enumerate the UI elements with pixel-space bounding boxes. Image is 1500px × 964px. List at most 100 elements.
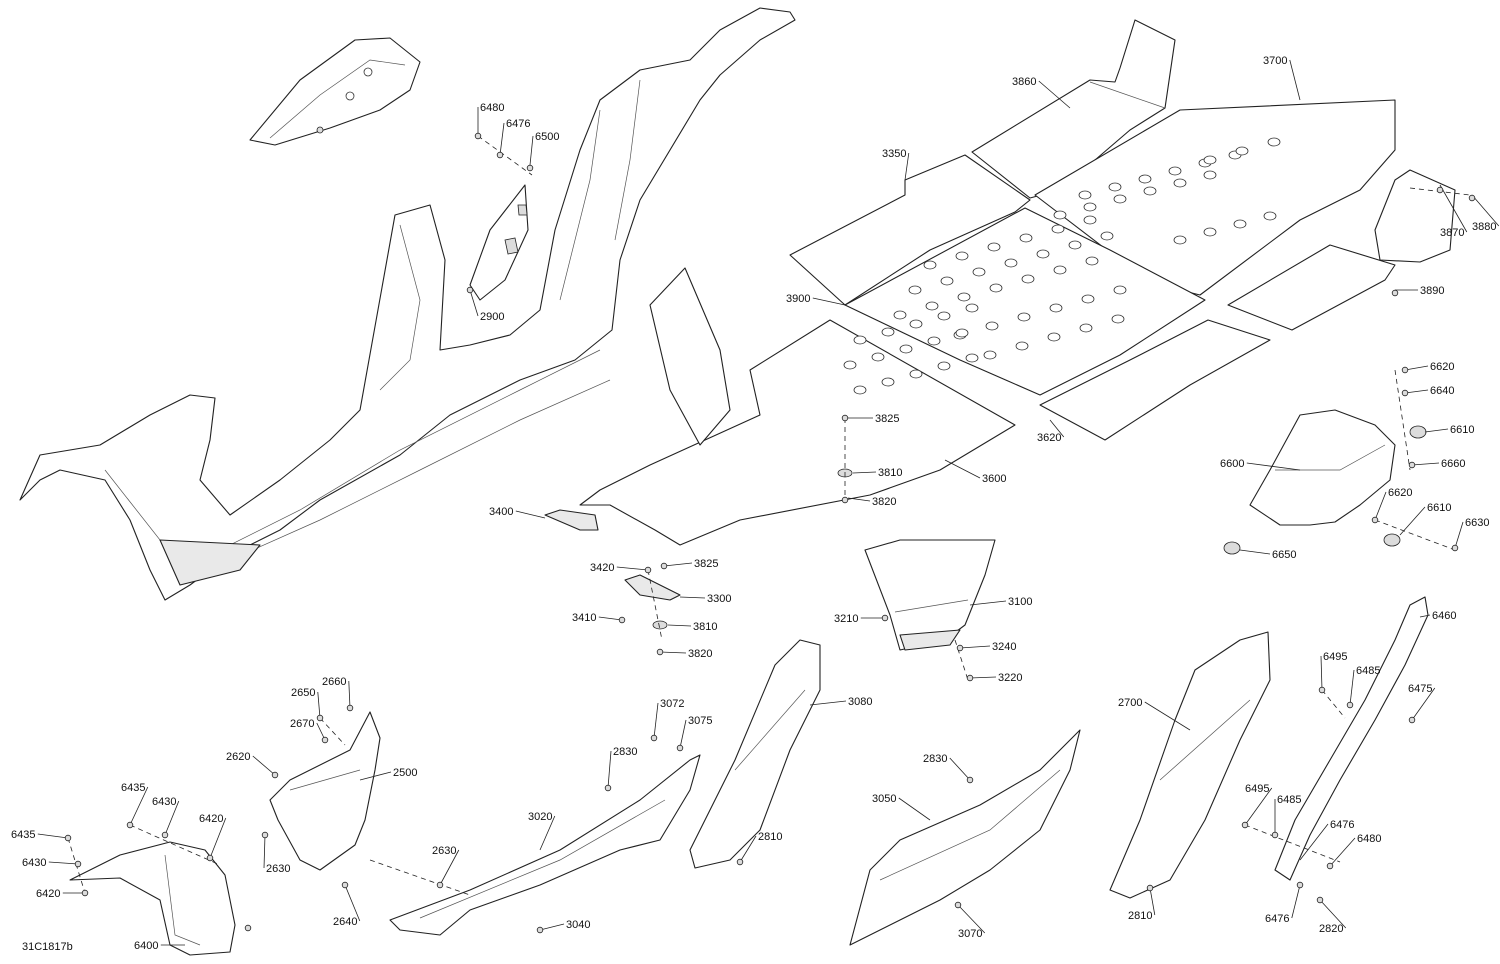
leader-line [263, 834, 266, 869]
leader-line [739, 835, 757, 863]
callout-6480: 6480 [480, 102, 504, 114]
callout-3070: 3070 [958, 928, 982, 940]
leader-line [969, 676, 997, 679]
floor-hole [965, 353, 979, 363]
floor-hole [1053, 210, 1067, 220]
floor-hole [957, 292, 971, 302]
floor-panel-3620 [1039, 319, 1271, 441]
leader-line [252, 755, 276, 776]
leader-line [616, 566, 649, 571]
bracket-3400 [544, 509, 599, 531]
leader-line [904, 152, 910, 181]
callout-6400: 6400 [134, 940, 158, 952]
floor-hole [1081, 294, 1095, 304]
bracket-3300 [624, 574, 681, 601]
fastener-icon [321, 736, 329, 744]
floor-hole [937, 361, 951, 371]
callout-3860: 3860 [1012, 76, 1036, 88]
fastener-icon [841, 496, 849, 504]
callout-3820: 3820 [872, 496, 896, 508]
floor-hole [972, 267, 986, 277]
callout-3420: 3420 [590, 562, 614, 574]
leader-line [1149, 887, 1156, 916]
floor-hole [1036, 249, 1050, 259]
callout-6630: 6630 [1465, 517, 1489, 529]
floor-hole [983, 350, 997, 360]
floor-hole [1051, 224, 1065, 234]
fastener-icon [676, 744, 684, 752]
floor-hole [843, 360, 857, 370]
assembly-line [647, 569, 663, 641]
floor-hole [1113, 194, 1127, 204]
callout-3600: 3600 [982, 473, 1006, 485]
fastener-icon [841, 414, 849, 422]
fastener-icon [1371, 516, 1379, 524]
fastener-icon [1401, 389, 1409, 397]
floor-hole [853, 335, 867, 345]
fastener-icon [1318, 686, 1326, 694]
callout-6480: 6480 [1357, 833, 1381, 845]
leader-line [317, 691, 321, 719]
callout-6475: 6475 [1408, 683, 1432, 695]
leader-line [1419, 614, 1431, 618]
leader-line [1289, 59, 1301, 101]
callout-3700: 3700 [1263, 55, 1287, 67]
callout-2640: 2640 [333, 916, 357, 928]
top-left-cover [249, 37, 421, 146]
callout-3020: 3020 [528, 811, 552, 823]
leader-line [1349, 669, 1355, 706]
callout-2810: 2810 [758, 831, 782, 843]
floor-hole [1111, 314, 1125, 324]
fastener-icon [966, 776, 974, 784]
callout-6430: 6430 [152, 796, 176, 808]
floor-hole [1235, 146, 1249, 156]
fastener-icon [1401, 366, 1409, 374]
callout-6476: 6476 [506, 118, 530, 130]
callout-6495: 6495 [1245, 783, 1269, 795]
fastener-icon [496, 151, 504, 159]
floor-panel-3890 [1227, 244, 1396, 331]
floor-hole [893, 310, 907, 320]
callout-3072: 3072 [660, 698, 684, 710]
leader-line [539, 815, 556, 851]
floor-hole [1019, 233, 1033, 243]
leader-line [957, 904, 986, 934]
mud-guard-3100 [864, 539, 996, 651]
callout-3825: 3825 [694, 558, 718, 570]
fastener-icon [64, 834, 72, 842]
fastener-icon [346, 704, 354, 712]
floor-hole [927, 336, 941, 346]
fastener-icon [1451, 544, 1459, 552]
callout-3410: 3410 [572, 612, 596, 624]
fastener-icon [1391, 289, 1399, 297]
leader-line [1471, 194, 1500, 227]
leader-line [653, 702, 659, 739]
leader-line [164, 800, 180, 836]
callout-2700: 2700 [1118, 697, 1142, 709]
callout-2630: 2630 [432, 845, 456, 857]
assembly-line [477, 135, 533, 176]
leader-line [809, 700, 847, 706]
callout-3300: 3300 [707, 593, 731, 605]
leader-line [1424, 428, 1449, 433]
leader-line [209, 817, 227, 859]
floor-hole [940, 276, 954, 286]
floor-hole [899, 344, 913, 354]
leader-line [344, 884, 361, 922]
assembly-line [369, 859, 471, 896]
rail-6460 [1274, 596, 1429, 881]
floor-hole [1049, 303, 1063, 313]
floor-hole [965, 303, 979, 313]
fastener-icon [536, 926, 544, 934]
rocker-panel-3020 [389, 754, 701, 936]
callout-2660: 2660 [322, 676, 346, 688]
callout-6600: 6600 [1220, 458, 1244, 470]
callout-6460: 6460 [1432, 610, 1456, 622]
side-panel-3080 [689, 639, 821, 869]
callout-3220: 3220 [998, 672, 1022, 684]
leader-line [515, 510, 546, 519]
leader-line [1038, 80, 1071, 109]
callout-3040: 3040 [566, 919, 590, 931]
